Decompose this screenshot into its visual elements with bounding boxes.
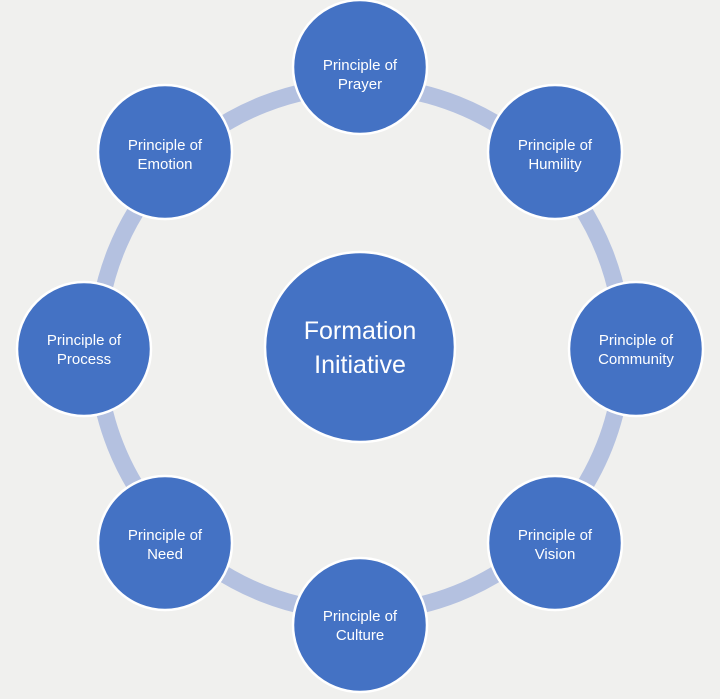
node-label-line2: Need [147,546,183,563]
node-label-line2: Humility [528,156,582,173]
node-circle [96,474,234,612]
node-label-line1: Principle of [128,527,203,544]
node-circle [486,474,624,612]
node-label-line1: Principle of [599,332,674,349]
node-label-line1: Principle of [47,332,122,349]
node-principle-of-vision: Principle of Vision [486,474,624,612]
center-node-formation-initiative: Formation Initiative [263,250,457,444]
node-principle-of-culture: Principle of Culture [291,556,429,694]
node-circle [567,280,705,418]
node-label-line2: Process [57,351,111,368]
node-principle-of-process: Principle of Process [15,280,153,418]
node-label-line1: Principle of [518,137,593,154]
node-label-line1: Principle of [128,137,203,154]
center-label-line2: Initiative [314,351,406,379]
node-label-line2: Community [598,351,674,368]
node-label-line2: Emotion [137,156,192,173]
node-label-line2: Culture [336,627,384,644]
node-principle-of-community: Principle of Community [567,280,705,418]
node-label-line1: Principle of [518,527,593,544]
node-circle [96,83,234,221]
node-label-line1: Principle of [323,57,398,74]
node-principle-of-emotion: Principle of Emotion [96,83,234,221]
center-label-line1: Formation [304,317,417,345]
node-circle [486,83,624,221]
node-principle-of-humility: Principle of Humility [486,83,624,221]
node-label-line2: Vision [535,546,576,563]
node-circle [291,556,429,694]
node-circle [15,280,153,418]
center-circle [263,250,457,444]
node-label-line2: Prayer [338,76,382,93]
node-principle-of-need: Principle of Need [96,474,234,612]
node-label-line1: Principle of [323,608,398,625]
node-circle [291,0,429,136]
node-principle-of-prayer: Principle of Prayer [291,0,429,136]
